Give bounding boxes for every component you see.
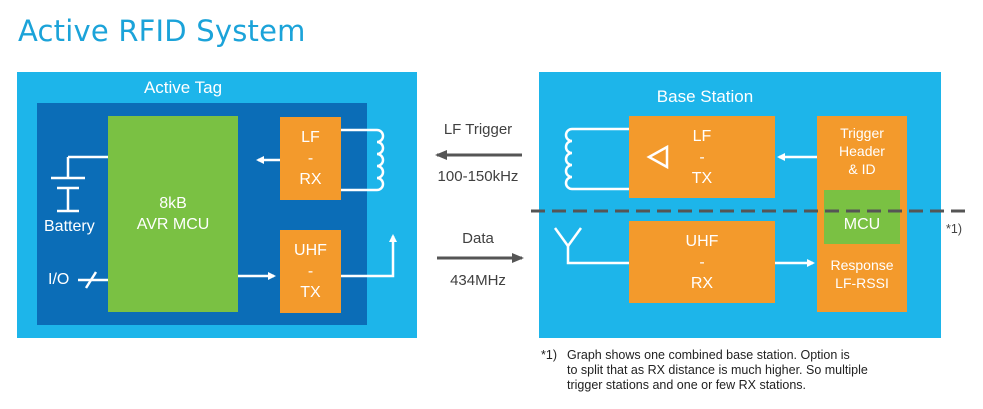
mcu-size: 8kB <box>159 195 187 212</box>
lf-tx-block: LF - TX <box>629 116 775 198</box>
lf-tx-line2: - <box>699 148 705 166</box>
page-title: Active RFID System <box>18 14 306 48</box>
footnote-line3: trigger stations and one or few RX stati… <box>567 378 807 392</box>
uhf-tx-line2: - <box>307 263 314 280</box>
lf-rx-block: LF - RX <box>280 117 341 200</box>
tag-coil-icon <box>341 128 385 192</box>
footnote-text: Graph shows one combined base station. O… <box>567 348 947 393</box>
base-mcu-label: MCU <box>843 216 881 233</box>
response-line2: LF-RSSI <box>835 275 889 291</box>
uhf-rx-line3: RX <box>690 274 714 292</box>
battery-icon <box>51 155 108 213</box>
lf-rx-line3: RX <box>299 171 322 188</box>
avr-mcu-block: 8kB AVR MCU <box>108 116 238 312</box>
footnote-line1: Graph shows one combined base station. O… <box>567 348 850 362</box>
lf-rx-line1: LF <box>301 129 320 146</box>
uhf-rx-block: UHF - RX <box>629 221 775 303</box>
driver-triangle-icon <box>646 144 669 170</box>
uhf-rx-line2: - <box>699 253 705 271</box>
base-antenna-icon <box>553 227 629 265</box>
mcu-name: AVR MCU <box>136 216 210 233</box>
tag-antenna-icon <box>341 234 397 278</box>
response-line1: Response <box>830 257 894 273</box>
data-label: Data <box>462 230 494 247</box>
footnote-line2: to split that as RX distance is much hig… <box>567 363 868 377</box>
lf-frequency-label: 100-150kHz <box>437 168 519 185</box>
battery-label: Battery <box>44 218 95 235</box>
base-coil-icon <box>564 127 629 191</box>
active-tag-title: Active Tag <box>143 78 223 97</box>
lf-tx-line3: TX <box>691 169 713 187</box>
uhf-tx-line3: TX <box>300 284 321 301</box>
trigger-line3: & ID <box>848 161 876 177</box>
response-label: Response LF-RSSI <box>817 256 907 292</box>
uhf-rx-line1: UHF <box>685 232 719 250</box>
io-label: I/O <box>48 271 70 288</box>
lf-trigger-label: LF Trigger <box>443 121 513 138</box>
lf-tx-line1: LF <box>692 127 712 145</box>
uhf-tx-line1: UHF <box>294 242 327 259</box>
trigger-line2: Header <box>839 143 885 159</box>
base-station-title: Base Station <box>656 87 754 106</box>
trigger-line1: Trigger <box>840 125 884 141</box>
base-mcu-block: MCU <box>824 190 900 244</box>
uhf-tx-block: UHF - TX <box>280 230 341 313</box>
lf-rx-line2: - <box>307 150 314 167</box>
footnote-number: *1) <box>541 348 557 362</box>
data-frequency-label: 434MHz <box>450 272 506 289</box>
io-bus-icon <box>78 271 108 289</box>
footnote-marker: *1) <box>946 222 962 236</box>
trigger-header-label: Trigger Header & ID <box>817 124 907 178</box>
